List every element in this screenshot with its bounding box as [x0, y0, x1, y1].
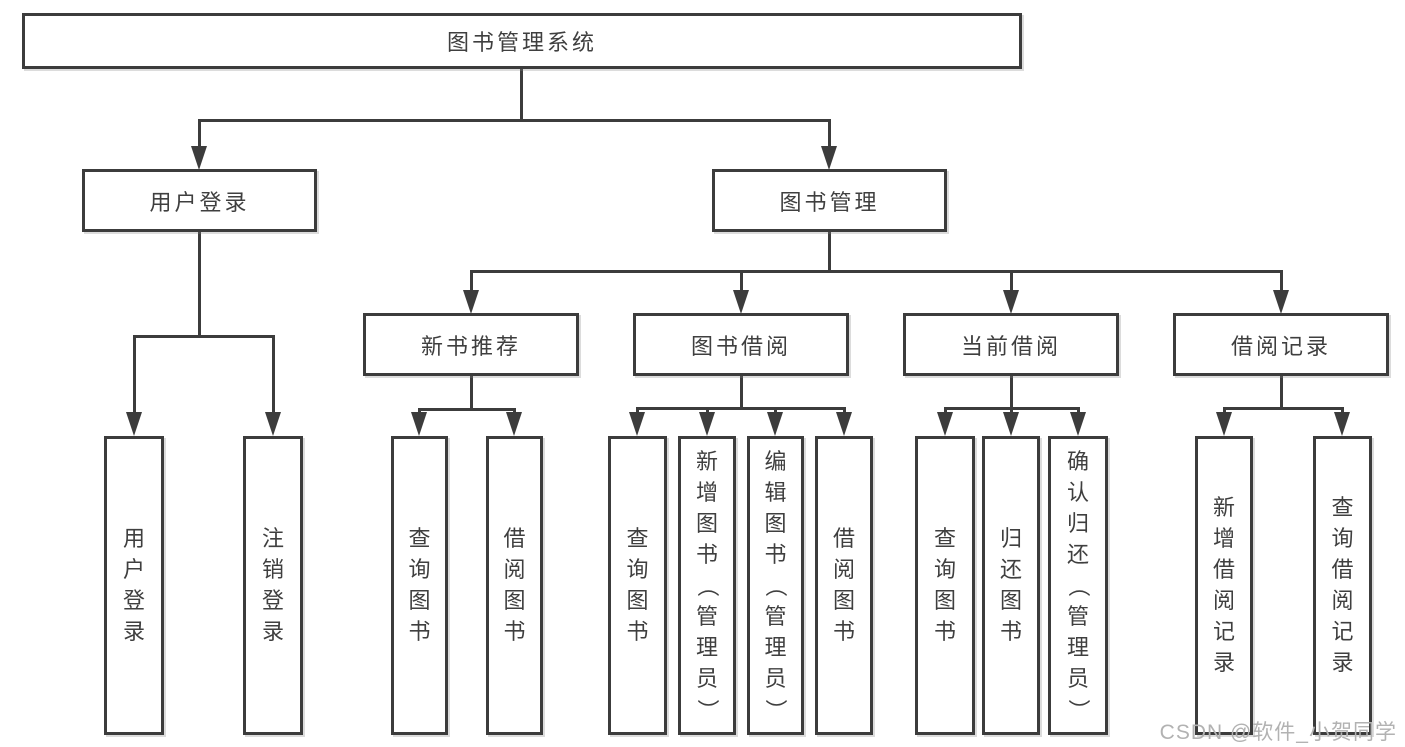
- connector-current-borrow-trunk: [1010, 376, 1013, 407]
- connector-to-book-borrow: [740, 270, 743, 293]
- arrowhead-down: [1273, 290, 1289, 314]
- leaf-query-books-current-label: 查询图书: [933, 526, 956, 644]
- leaf-user-login-label: 用户登录: [122, 526, 145, 644]
- node-new-books-label: 新书推荐: [420, 333, 521, 359]
- node-book-mgmt: 图书管理: [712, 169, 947, 232]
- leaf-return-book-label: 归还图书: [999, 526, 1022, 644]
- node-new-books: 新书推荐: [363, 313, 579, 376]
- connector-leaf: [272, 335, 275, 415]
- connector-root-branch: [198, 119, 831, 122]
- leaf-user-login: 用户登录: [104, 436, 164, 735]
- leaf-logout: 注销登录: [243, 436, 303, 735]
- arrowhead-down: [937, 412, 953, 436]
- connector-book-mgmt-branch: [470, 270, 1282, 273]
- node-root: 图书管理系统: [22, 13, 1022, 69]
- connector-to-current-borrow: [1010, 270, 1013, 293]
- node-current-borrow-label: 当前借阅: [960, 333, 1061, 359]
- leaf-add-borrow-record: 新增借阅记录: [1195, 436, 1253, 735]
- node-user-login: 用户登录: [82, 169, 317, 232]
- node-user-login-label: 用户登录: [149, 189, 250, 215]
- connector-leaf: [1223, 407, 1226, 415]
- connector-leaf: [944, 407, 947, 415]
- arrowhead-down: [733, 290, 749, 314]
- connector-leaf: [636, 407, 639, 415]
- arrowhead-down: [411, 412, 427, 436]
- csdn-watermark: CSDN @软件_小贺同学: [1159, 721, 1397, 744]
- connector-leaf: [1010, 407, 1013, 415]
- leaf-edit-book-admin-label: 编辑图书（管理员）: [763, 448, 789, 721]
- arrowhead-down: [1216, 412, 1232, 436]
- connector-to-book-mgmt: [828, 119, 831, 150]
- arrowhead-down: [1003, 290, 1019, 314]
- arrowhead-down: [629, 412, 645, 436]
- connector-leaf: [133, 335, 136, 415]
- arrowhead-down: [1334, 412, 1350, 436]
- arrowhead-down: [767, 412, 783, 436]
- connector-leaf: [706, 407, 709, 415]
- leaf-confirm-return-admin: 确认归还（管理员）: [1048, 436, 1108, 735]
- node-root-label: 图书管理系统: [446, 30, 597, 55]
- node-book-borrow-label: 图书借阅: [690, 333, 791, 359]
- connector-to-borrow-records: [1280, 270, 1283, 293]
- connector-to-user-login: [198, 119, 201, 150]
- leaf-query-books-current: 查询图书: [915, 436, 975, 735]
- leaf-query-books-newbooks: 查询图书: [391, 436, 448, 735]
- connector-leaf: [1077, 407, 1080, 415]
- connector-user-login-branch: [133, 335, 275, 338]
- connector-user-login-trunk: [198, 232, 201, 335]
- arrowhead-down: [836, 412, 852, 436]
- arrowhead-down: [265, 412, 281, 436]
- leaf-confirm-return-admin-label: 确认归还（管理员）: [1065, 448, 1091, 721]
- node-borrow-records: 借阅记录: [1173, 313, 1389, 376]
- connector-borrow-records-trunk: [1280, 376, 1283, 407]
- leaf-add-borrow-record-label: 新增借阅记录: [1212, 495, 1235, 675]
- connector-leaf: [774, 407, 777, 415]
- node-book-mgmt-label: 图书管理: [779, 189, 880, 215]
- leaf-query-books-borrow: 查询图书: [608, 436, 667, 735]
- node-book-borrow: 图书借阅: [633, 313, 849, 376]
- connector-book-borrow-trunk: [740, 376, 743, 407]
- connector-root-trunk: [520, 69, 523, 119]
- arrowhead-down: [126, 412, 142, 436]
- connector-to-new-books: [470, 270, 473, 293]
- node-current-borrow: 当前借阅: [903, 313, 1119, 376]
- node-borrow-records-label: 借阅记录: [1230, 333, 1331, 359]
- arrowhead-down: [463, 290, 479, 314]
- leaf-return-book: 归还图书: [982, 436, 1040, 735]
- arrowhead-down: [506, 412, 522, 436]
- arrowhead-down: [1070, 412, 1086, 436]
- leaf-borrow-books-newbooks-label: 借阅图书: [503, 526, 526, 644]
- arrowhead-down: [1003, 412, 1019, 436]
- arrowhead-down: [699, 412, 715, 436]
- connector-leaf: [843, 407, 846, 415]
- leaf-query-books-borrow-label: 查询图书: [626, 526, 649, 644]
- leaf-borrow-books-borrow: 借阅图书: [815, 436, 873, 735]
- leaf-borrow-books-borrow-label: 借阅图书: [832, 526, 855, 644]
- connector-new-books-trunk: [470, 376, 473, 408]
- connector-new-books-branch: [418, 408, 516, 411]
- leaf-edit-book-admin: 编辑图书（管理员）: [747, 436, 804, 735]
- arrowhead-down: [191, 146, 207, 170]
- leaf-query-borrow-record-label: 查询借阅记录: [1331, 495, 1354, 675]
- leaf-borrow-books-newbooks: 借阅图书: [486, 436, 543, 735]
- leaf-query-books-newbooks-label: 查询图书: [408, 526, 431, 644]
- connector-leaf: [1341, 407, 1344, 415]
- leaf-logout-label: 注销登录: [261, 526, 284, 644]
- leaf-add-book-admin-label: 新增图书（管理员）: [694, 448, 720, 721]
- arrowhead-down: [821, 146, 837, 170]
- connector-borrow-records-branch: [1223, 407, 1343, 410]
- connector-book-mgmt-trunk: [828, 232, 831, 270]
- leaf-add-book-admin: 新增图书（管理员）: [678, 436, 736, 735]
- leaf-query-borrow-record: 查询借阅记录: [1313, 436, 1372, 735]
- connector-book-borrow-branch: [636, 407, 845, 410]
